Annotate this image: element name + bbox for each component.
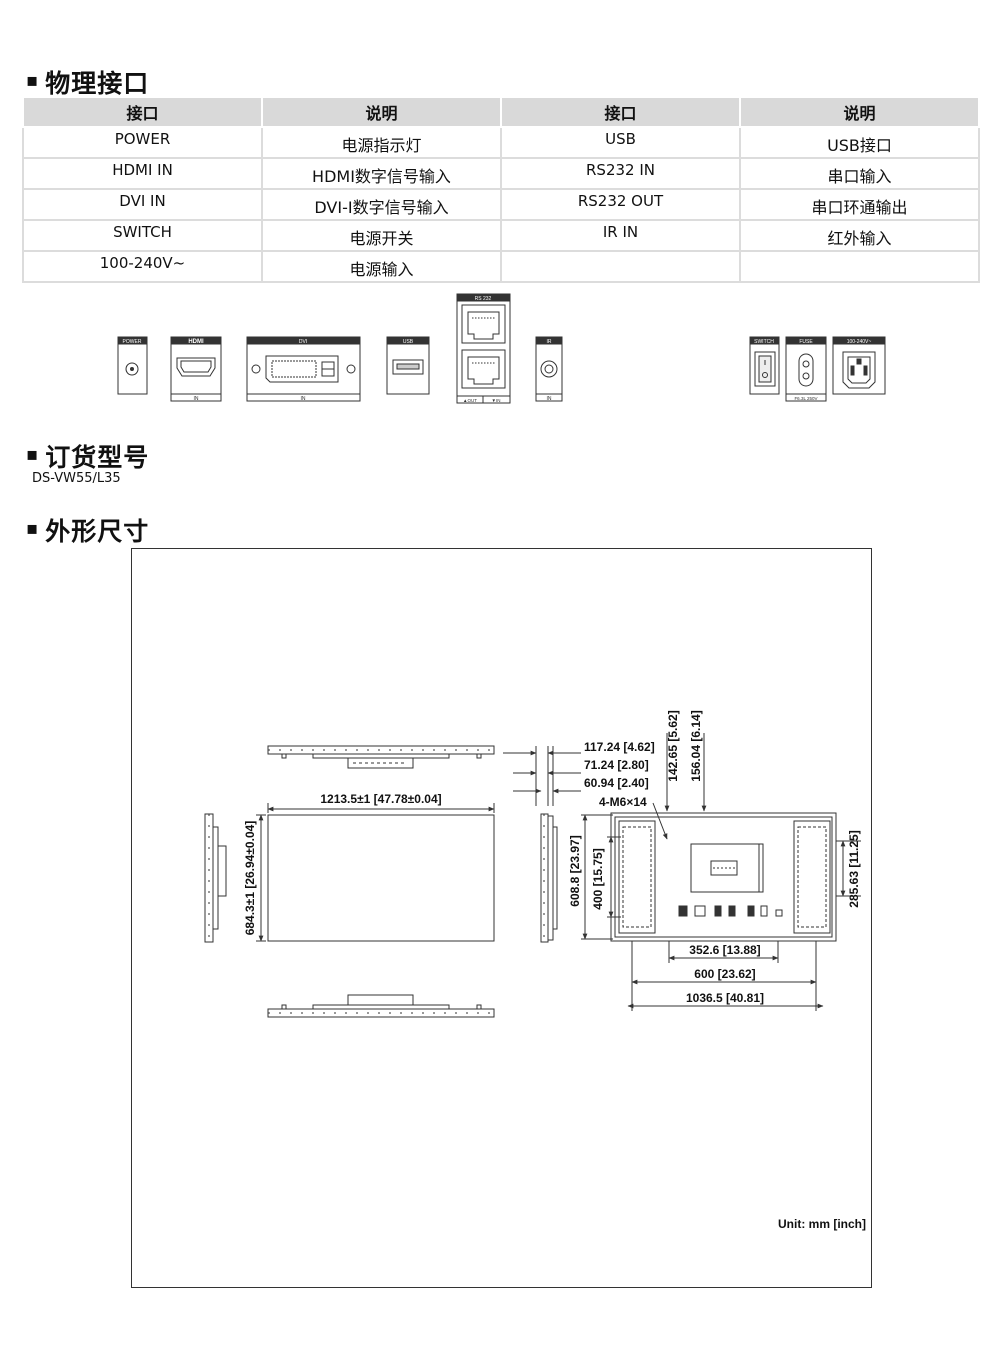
dim-h3-label: 1036.5 [40.81] bbox=[686, 991, 764, 1005]
ir-port-icon: IR IN bbox=[535, 336, 563, 402]
header-port-1: 接口 bbox=[22, 96, 263, 128]
dim-width-label: 1213.5±1 [47.78±0.04] bbox=[320, 792, 441, 806]
hdmi-port-icon: HDMI IN bbox=[170, 336, 222, 402]
section-title-text: 外形尺寸 bbox=[45, 517, 150, 546]
dim-v2-label: 400 [15.75] bbox=[591, 848, 605, 909]
table-row: SWITCH 电源开关 IR IN 红外输入 bbox=[22, 219, 980, 252]
usb-label: USB bbox=[403, 339, 414, 345]
dim-d1-label: 117.24 [4.62] bbox=[584, 740, 655, 754]
dvi-label: DVI bbox=[299, 339, 307, 345]
dim-d3-label: 60.94 [2.40] bbox=[584, 776, 649, 790]
dvi-port-icon: DVI IN bbox=[246, 336, 361, 402]
section-title-text: 物理接口 bbox=[45, 69, 150, 98]
section-title-order-model: ▪订货型号 bbox=[26, 438, 149, 474]
dim-v3-label: 285.63 [11.25] bbox=[847, 830, 861, 907]
top-view-outline bbox=[267, 745, 495, 769]
table-cell bbox=[500, 250, 741, 283]
table-cell: HDMI IN bbox=[22, 157, 263, 190]
bottom-view-outline bbox=[267, 994, 495, 1018]
hdmi-label: HDMI bbox=[188, 339, 204, 345]
right-side-view-outline bbox=[503, 746, 581, 943]
table-cell: 电源输入 bbox=[261, 250, 502, 283]
section-title-dimensions: ▪外形尺寸 bbox=[26, 512, 149, 548]
table-row: POWER 电源指示灯 USB USB接口 bbox=[22, 126, 980, 159]
section-title-text: 订货型号 bbox=[45, 443, 150, 472]
dimension-drawing: 1213.5±1 [47.78±0.04] 684.3±1 [26.94±0.0… bbox=[204, 710, 866, 1231]
table-row: DVI IN DVI-I数字信号输入 RS232 OUT 串口环通输出 bbox=[22, 188, 980, 221]
table-row: HDMI IN HDMI数字信号输入 RS232 IN 串口输入 bbox=[22, 157, 980, 190]
table-cell: IR IN bbox=[500, 219, 741, 252]
ac-label: 100-240V~ bbox=[847, 339, 872, 345]
table-cell: DVI IN bbox=[22, 188, 263, 221]
usb-port-icon: USB bbox=[386, 336, 430, 395]
dim-h2-label: 600 [23.62] bbox=[694, 967, 755, 981]
bullet-icon: ▪ bbox=[26, 70, 40, 91]
fuse-sub-label: F6.3L 250V bbox=[794, 396, 817, 401]
table-cell: 电源开关 bbox=[261, 219, 502, 252]
header-port-2: 接口 bbox=[500, 96, 741, 128]
ir-sub-label: IN bbox=[547, 396, 552, 402]
table-cell: RS232 IN bbox=[500, 157, 741, 190]
switch-label: SWITCH bbox=[754, 339, 774, 345]
header-desc-1: 说明 bbox=[261, 96, 502, 128]
interface-table: 接口 说明 接口 说明 POWER 电源指示灯 USB USB接口 HDMI I… bbox=[22, 96, 980, 283]
header-desc-2: 说明 bbox=[739, 96, 980, 128]
table-cell: 100-240V~ bbox=[22, 250, 263, 283]
table-cell: DVI-I数字信号输入 bbox=[261, 188, 502, 221]
dim-d2-label: 71.24 [2.80] bbox=[584, 758, 649, 772]
dim-v1-label: 608.8 [23.97] bbox=[568, 835, 582, 906]
table-cell: USB bbox=[500, 126, 741, 159]
dim-h1-label: 352.6 [13.88] bbox=[689, 943, 760, 957]
table-cell: 电源指示灯 bbox=[261, 126, 502, 159]
table-cell: 串口环通输出 bbox=[739, 188, 980, 221]
ir-label: IR bbox=[547, 339, 552, 345]
power-switch-icon: SWITCH bbox=[749, 336, 780, 395]
unit-label: Unit: mm [inch] bbox=[778, 1217, 866, 1231]
rs232-out-label: ▲OUT bbox=[463, 398, 477, 403]
table-cell: RS232 OUT bbox=[500, 188, 741, 221]
dvi-sub-label: IN bbox=[301, 396, 306, 402]
table-cell bbox=[739, 250, 980, 283]
order-model-value: DS-VW55/L35 bbox=[32, 471, 121, 486]
rs232-port-icon: RS 232 ▲OUT ▼IN bbox=[456, 293, 511, 404]
bullet-icon: ▪ bbox=[26, 444, 40, 465]
rs232-label: RS 232 bbox=[475, 296, 492, 302]
dim-height-label: 684.3±1 [26.94±0.04] bbox=[243, 821, 257, 936]
power-indicator-icon: POWER bbox=[117, 336, 148, 395]
table-cell: POWER bbox=[22, 126, 263, 159]
rs232-in-label: ▼IN bbox=[492, 398, 501, 403]
rear-view-outline bbox=[610, 812, 837, 942]
left-side-view-outline bbox=[204, 813, 227, 943]
hdmi-sub-label: IN bbox=[194, 396, 199, 402]
table-cell: 红外输入 bbox=[739, 219, 980, 252]
table-cell: USB接口 bbox=[739, 126, 980, 159]
table-header-row: 接口 说明 接口 说明 bbox=[22, 96, 980, 128]
table-cell: 串口输入 bbox=[739, 157, 980, 190]
ac-inlet-icon: 100-240V~ bbox=[832, 336, 886, 395]
fuse-icon: FUSE F6.3L 250V bbox=[785, 336, 827, 402]
power-label: POWER bbox=[123, 339, 142, 345]
section-title-physical-interfaces: ▪物理接口 bbox=[26, 64, 149, 100]
dim-screws-label: 4-M6×14 bbox=[599, 795, 647, 809]
front-view-outline bbox=[256, 803, 495, 942]
bullet-icon: ▪ bbox=[26, 518, 40, 539]
table-cell: SWITCH bbox=[22, 219, 263, 252]
rear-panel-diagram: POWER HDMI IN DVI IN USB RS 23 bbox=[117, 293, 886, 404]
dimension-drawing-frame: 1213.5±1 [47.78±0.04] 684.3±1 [26.94±0.0… bbox=[131, 548, 872, 1288]
dim-d5-label: 156.04 [6.14] bbox=[689, 710, 703, 781]
dim-d4-label: 142.65 [5.62] bbox=[666, 710, 680, 781]
fuse-label: FUSE bbox=[799, 339, 813, 345]
table-row: 100-240V~ 电源输入 bbox=[22, 250, 980, 283]
table-cell: HDMI数字信号输入 bbox=[261, 157, 502, 190]
